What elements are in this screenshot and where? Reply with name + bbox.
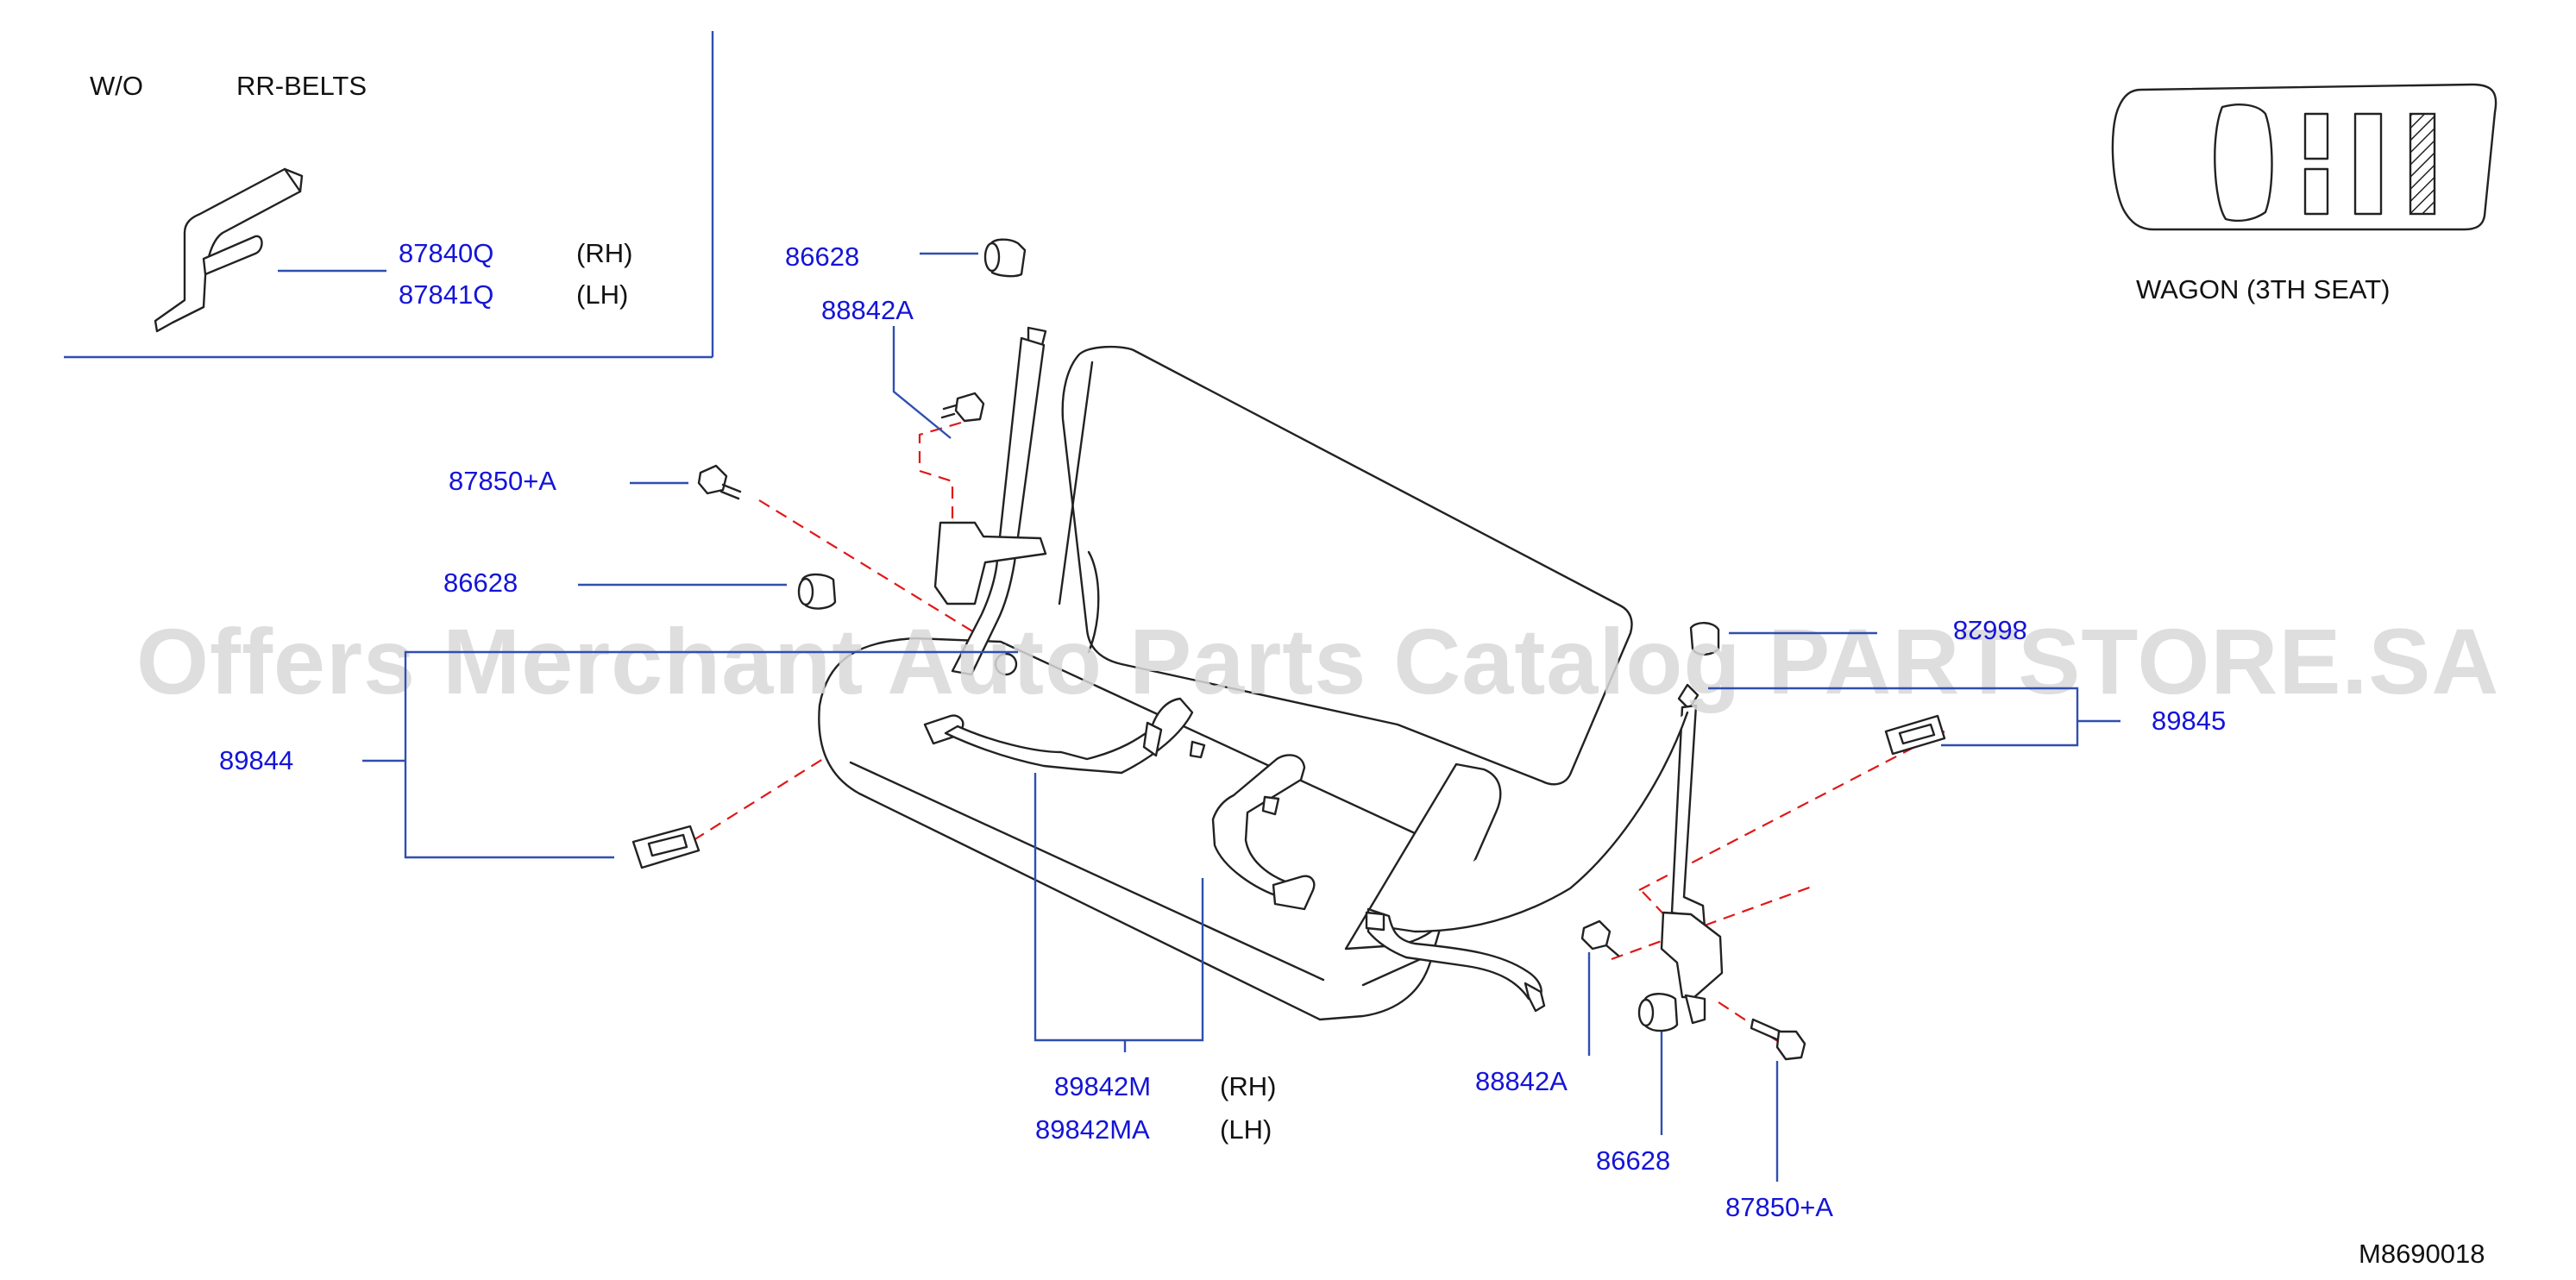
belt-clip-icon xyxy=(154,167,304,333)
inset-panel: W/O RR-BELTS 87840Q (RH) 87841Q (LH) xyxy=(64,31,714,359)
callout-87850a-bottom[interactable]: 87850+A xyxy=(1725,1192,1833,1222)
diagram-id: M8690018 xyxy=(2359,1239,2485,1269)
callout-87850a-left[interactable]: 87850+A xyxy=(449,466,556,496)
callout-86628-bottom[interactable]: 86628 xyxy=(1596,1145,1670,1176)
left-shoulder-belt-assembly xyxy=(933,326,1047,676)
bushing-top-icon xyxy=(983,238,1027,278)
callout-86628-left[interactable]: 86628 xyxy=(443,568,518,598)
bolt-87850a-bottom-icon xyxy=(1750,1018,1806,1061)
side-label-rh-89842m: (RH) xyxy=(1220,1071,1276,1101)
buckle-belt-89842 xyxy=(923,697,1316,911)
side-label-lh-87841q: (LH) xyxy=(576,279,628,310)
locator-caption: WAGON (3TH SEAT) xyxy=(2136,274,2391,304)
bolt-88842a-bottom-icon xyxy=(1580,919,1620,957)
seat-row1-upper-icon xyxy=(2303,112,2329,160)
leader-lines xyxy=(362,252,2120,1182)
windshield-icon xyxy=(2214,104,2273,223)
bushing-left-icon xyxy=(797,573,837,610)
callout-89845[interactable]: 89845 xyxy=(2152,706,2226,736)
part-number-87841q[interactable]: 87841Q xyxy=(399,279,493,310)
callout-88842a-bottom[interactable]: 88842A xyxy=(1475,1066,1568,1096)
callout-86628-top[interactable]: 86628 xyxy=(785,242,859,272)
inset-wo-label: W/O xyxy=(90,71,143,101)
buckle-anchor-right xyxy=(1272,875,1316,911)
callout-89844[interactable]: 89844 xyxy=(219,745,293,775)
tongue-plate-89844-icon xyxy=(631,825,701,869)
callout-88842a-top[interactable]: 88842A xyxy=(821,295,914,325)
callout-86628-right-mirrored[interactable]: 86628 xyxy=(1953,615,2027,645)
left-retractor xyxy=(933,521,1047,605)
seat-row2-icon xyxy=(2353,112,2383,216)
seat-backrest xyxy=(1061,345,1633,786)
bolt-87850a-left-icon xyxy=(697,464,742,500)
vehicle-locator: WAGON (3TH SEAT) xyxy=(2111,83,2497,304)
callout-89842ma[interactable]: 89842MA xyxy=(1035,1114,1150,1145)
right-shoulder-belt-assembly xyxy=(1365,683,1724,1025)
seat-row1-lower-icon xyxy=(2303,167,2329,216)
tongue-plate-89845-icon xyxy=(1884,714,1946,756)
right-retractor xyxy=(1660,911,1724,999)
bushing-bottom-icon xyxy=(1637,993,1679,1032)
side-label-lh-89842ma: (LH) xyxy=(1220,1114,1272,1145)
callout-89842m[interactable]: 89842M xyxy=(1054,1071,1151,1101)
side-label-rh-87840q: (RH) xyxy=(576,238,632,268)
bolt-88842a-top-icon xyxy=(940,392,985,423)
watermark: Offers Merchant Auto Parts Catalog PARTS… xyxy=(136,609,2499,713)
part-number-87840q[interactable]: 87840Q xyxy=(399,238,493,268)
bushing-right-upper-icon xyxy=(1689,622,1720,656)
inset-rr-belts-label: RR-BELTS xyxy=(236,71,367,101)
seat-row3-highlighted-icon xyxy=(2409,112,2436,216)
